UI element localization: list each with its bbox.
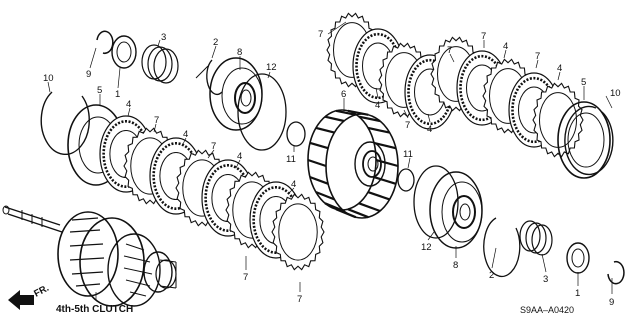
drum-spline (367, 126, 390, 134)
drum-spline (375, 158, 399, 168)
drum-spline (307, 158, 327, 168)
thrust-washer-1-left (111, 35, 137, 69)
clutch-plate-stack-left (99, 115, 325, 271)
callout-4: 4 (237, 151, 242, 162)
direction-label: FR. (32, 283, 51, 300)
callout-12: 12 (266, 62, 277, 73)
leader-lines (47, 21, 613, 300)
o-ring-11-right (397, 168, 415, 192)
drum-spline (335, 109, 356, 116)
drum-spline (373, 176, 397, 185)
callout-1: 1 (575, 288, 580, 299)
steel-plate-7-left (271, 193, 325, 271)
callout-10: 10 (610, 88, 621, 99)
o-ring-11-left (286, 121, 306, 147)
callout-7: 7 (297, 294, 302, 305)
snap-ring-9-right (607, 260, 625, 285)
clutch-drum-6 (307, 109, 399, 219)
o-ring-12-right (413, 165, 459, 239)
direction-arrow: FR. (8, 283, 51, 310)
callout-7: 7 (481, 31, 486, 42)
mainshaft-assembly (2, 205, 177, 307)
clutch-plate-stack-right (326, 12, 584, 158)
callout-7: 7 (447, 45, 452, 56)
callout-12: 12 (421, 242, 432, 253)
callout-11: 11 (403, 149, 413, 160)
callout-1: 1 (115, 89, 120, 100)
drum-spline (347, 208, 369, 219)
spring-3-right (519, 220, 553, 256)
drum-spline (367, 191, 390, 201)
drum-spline (309, 141, 329, 150)
callout-8: 8 (237, 47, 242, 58)
callout-4: 4 (557, 63, 562, 74)
callout-labels: 9 1 3 2 8 12 11 10 5 4 7 4 7 4 4 7 7 6 1… (43, 29, 621, 308)
callout-7: 7 (154, 115, 159, 126)
snap-ring-10-left (40, 91, 90, 156)
callout-2: 2 (213, 37, 218, 48)
clutch-piston-8-left (209, 57, 263, 131)
clutch-piston-8-right (429, 171, 483, 249)
callout-7: 7 (318, 29, 323, 40)
drum-spline (358, 202, 381, 213)
o-ring-12-left (237, 73, 287, 151)
thrust-washer-1-right (566, 242, 590, 274)
drum-spline (324, 202, 345, 213)
drum-spline (347, 109, 369, 116)
callout-5: 5 (581, 77, 586, 88)
callout-2: 2 (489, 270, 494, 281)
drum-spline (358, 115, 381, 123)
callout-4: 4 (427, 124, 432, 135)
snap-ring-9-left (96, 30, 114, 55)
callout-8: 8 (453, 260, 458, 271)
spring-3-left (141, 44, 179, 84)
callout-4: 4 (291, 179, 296, 190)
callout-7: 7 (211, 141, 216, 152)
callout-3: 3 (161, 32, 166, 43)
spring-retainer-2-left (195, 59, 223, 95)
end-plate-5-right (557, 101, 611, 179)
callout-5: 5 (97, 85, 102, 96)
drum-spline (315, 126, 335, 134)
drum-spline (373, 141, 397, 150)
callout-4: 4 (503, 41, 508, 52)
drum-spline (335, 208, 357, 219)
drum-spline (324, 115, 345, 123)
diagram-code: S9AA–A0420 (520, 305, 574, 315)
callout-7: 7 (243, 272, 248, 283)
callout-9: 9 (609, 297, 614, 308)
callout-11: 11 (286, 154, 296, 165)
drum-spline (309, 176, 329, 185)
snap-ring-10-right (564, 105, 614, 176)
diagram-title: 4th-5th CLUTCH (56, 304, 133, 315)
callout-4: 4 (375, 100, 380, 111)
callout-4: 4 (126, 99, 131, 110)
callout-7: 7 (405, 120, 410, 131)
spring-retainer-2-right (483, 217, 521, 278)
callout-6: 6 (341, 89, 346, 100)
callout-3: 3 (543, 274, 548, 285)
callout-10: 10 (43, 73, 54, 84)
callout-7: 7 (535, 51, 540, 62)
callout-9: 9 (86, 69, 91, 80)
drum-spline (315, 191, 335, 201)
callout-4: 4 (183, 129, 188, 140)
